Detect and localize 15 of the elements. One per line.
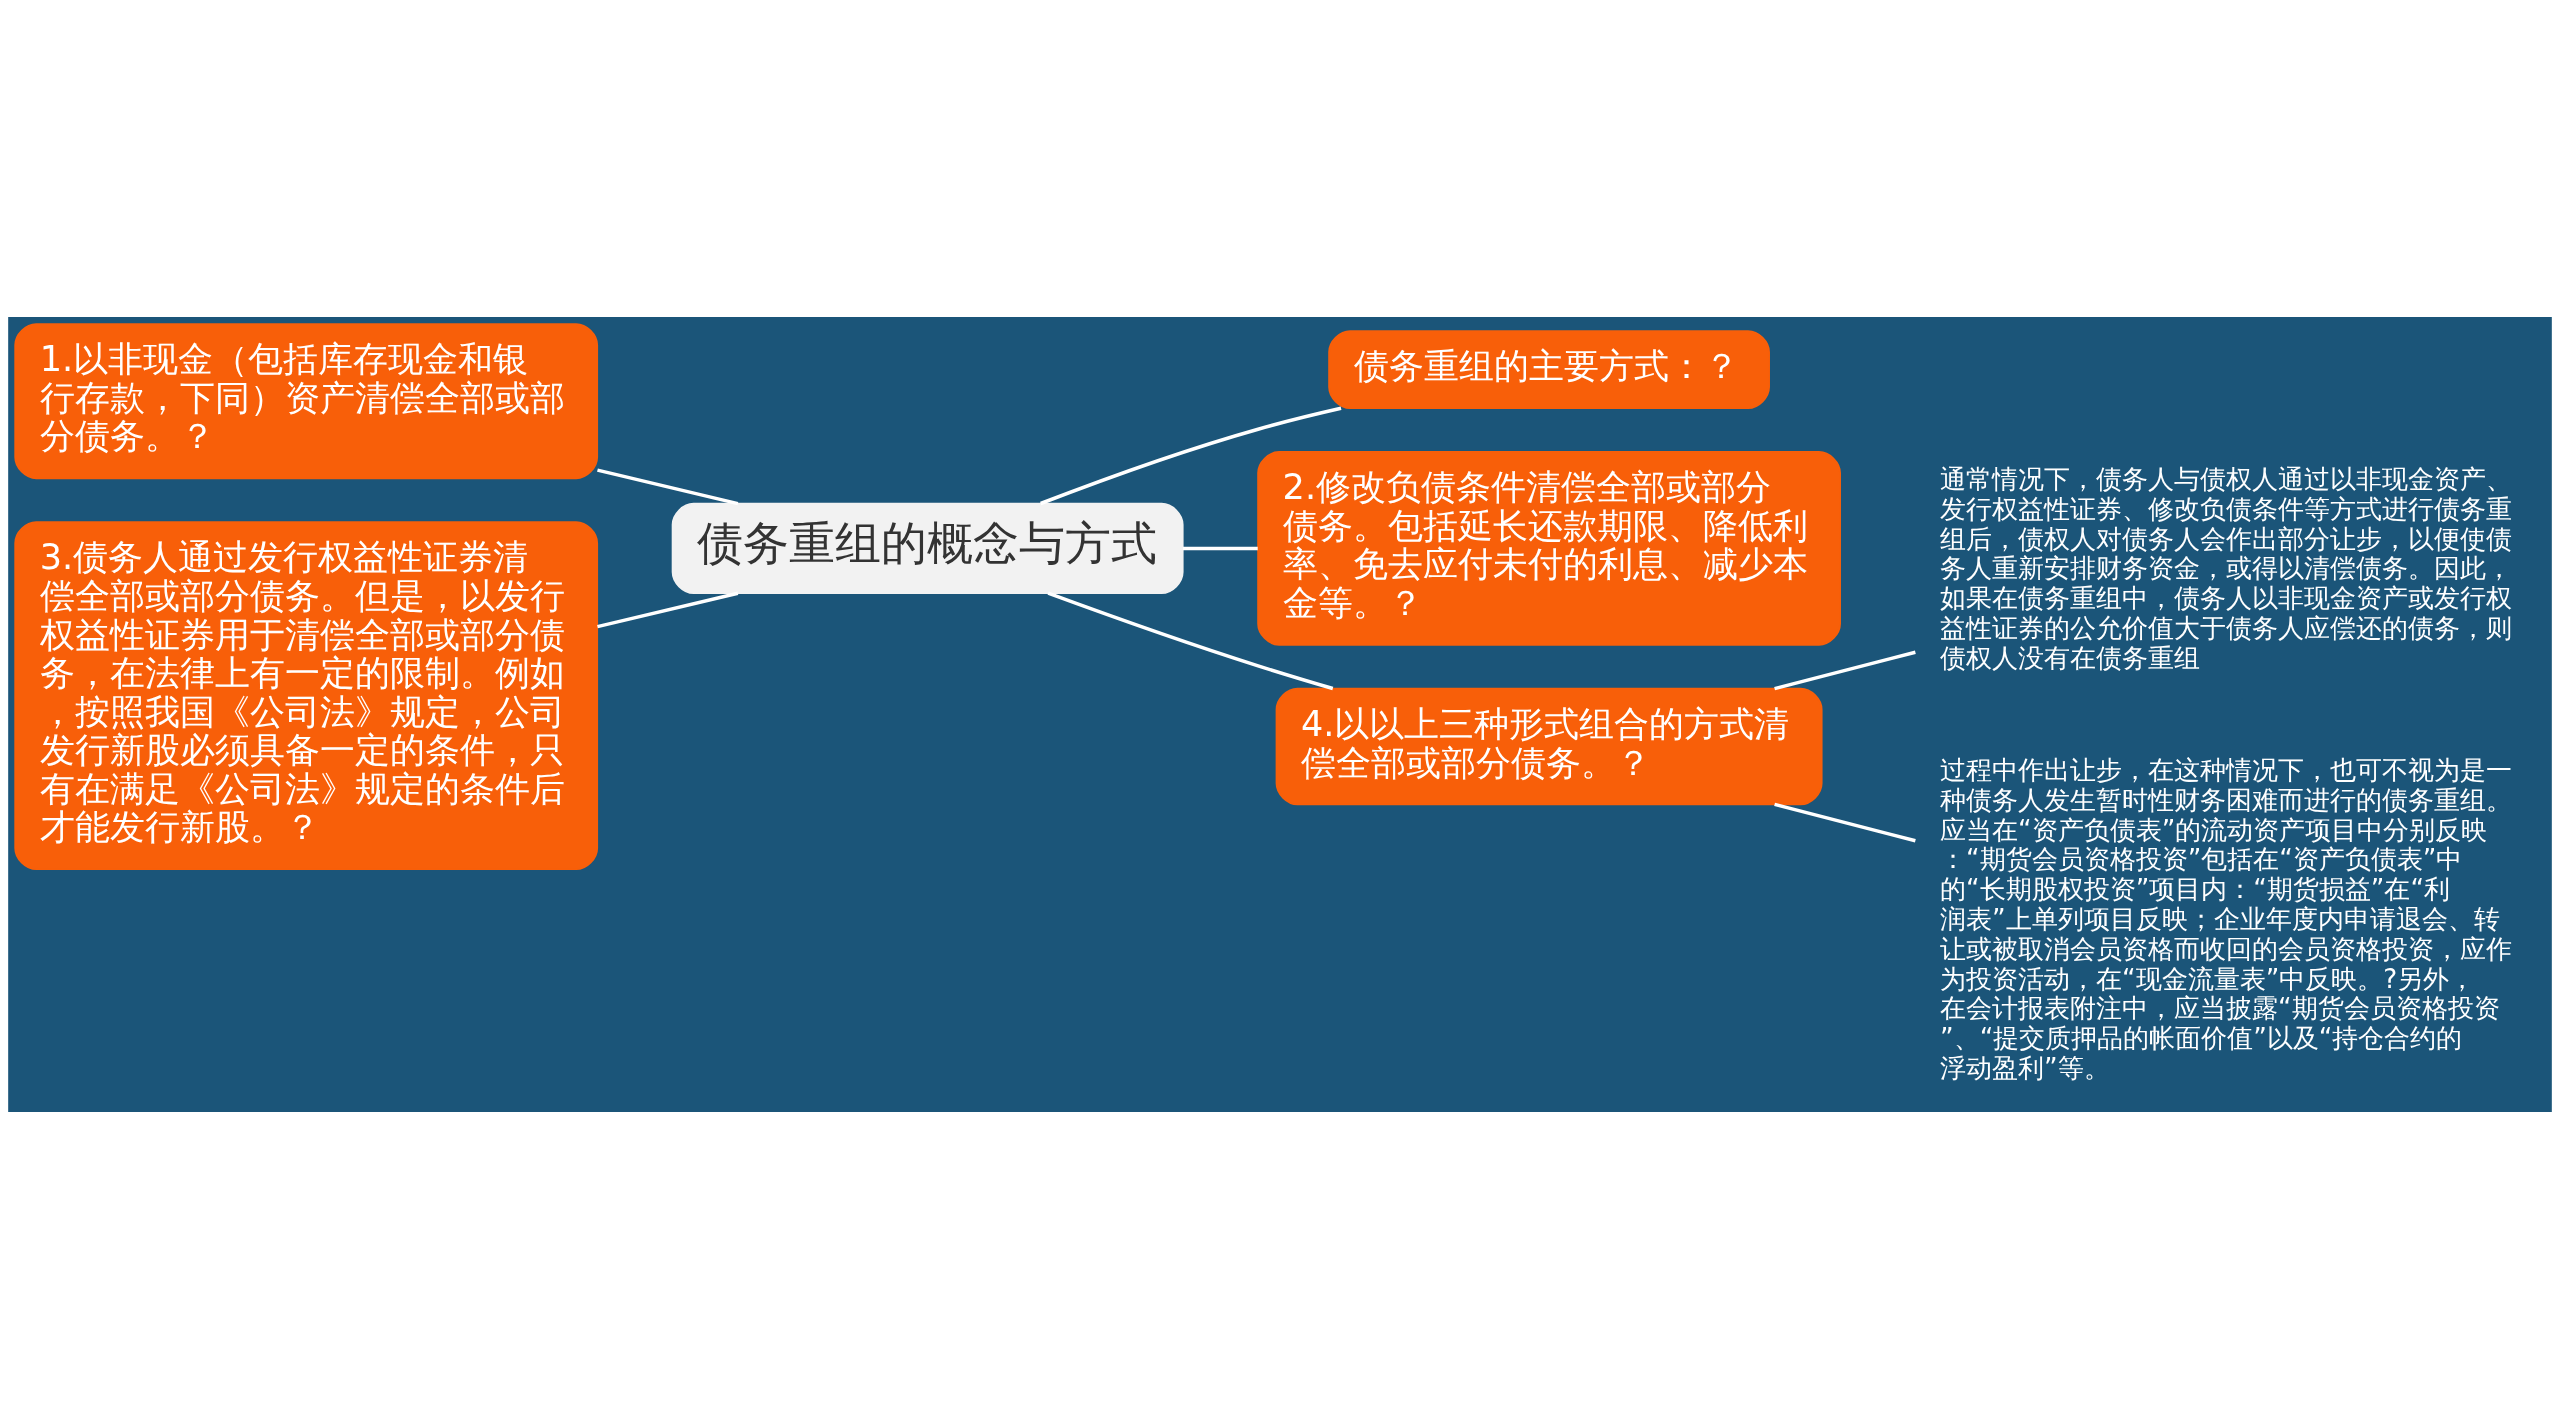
node-text: 过程中作出让步，在这种情况下，也可不视为是一种债务人发生暂时性财务困难而进行的债务重组。应当在“资产负债表”的流动资产项目中分别反映：“期货会员资格投资”包括在“资产负债表”中的“长期股权投资”项目内：“期货损益”在“利润表”上单列项目反映；企业年度内申请退会、转让或被取消会员资格而收回的会员资格投资，应作为投资活动，在“现金流量表”中反映。?另外，在会计报表附注中，应当披露“期货会员资格投资”、“提交质押品的帐面价值”以及“持仓合约的浮动盈利”等。 [1940, 754, 2513, 1083]
node-box: 债务重组的概念与方式 [671, 502, 1184, 594]
node-box: 4.以以上三种形式组合的方式清偿全部或部分债务。？ [1275, 687, 1823, 805]
node-box: 2.修改负债条件清偿全部或部分债务。包括延长还款期限、降低利率、免去应付未付的利息、减少本金等。？ [1257, 450, 1841, 646]
connector [1182, 546, 1258, 550]
connector [597, 467, 739, 505]
connector [1774, 650, 1916, 690]
connector [1774, 802, 1916, 842]
connector [597, 591, 739, 628]
connector [1040, 406, 1342, 505]
connector [1047, 591, 1334, 690]
node-box: 1.以非现金（包括库存现金和银行存款，下同）资产清偿全部或部分债务。？ [14, 322, 599, 479]
node-text: 通常情况下，债务人与债权人通过以非现金资产、发行权益性证券、修改负债条件等方式进行债务重组后，债权人对债务人会作出部分让步，以便使债务人重新安排财务资金，或得以清偿债务。因此，如果在债务重组中，债务人以非现金资产或发行权益性证券的公允价值大于债务人应偿还的债务，则债权人没有在债务重组 [1940, 463, 2513, 673]
node-box: 债务重组的主要方式：？ [1328, 329, 1770, 409]
node-box: 3.债务人通过发行权益性证券清偿全部或部分债务。但是，以发行权益性证券用于清偿全部或部分债务，在法律上有一定的限制。例如，按照我国《公司法》规定，公司发行新股必须具备一定的条件，只有在满足《公司法》规定的条件后才能发行新股。？ [14, 520, 599, 870]
